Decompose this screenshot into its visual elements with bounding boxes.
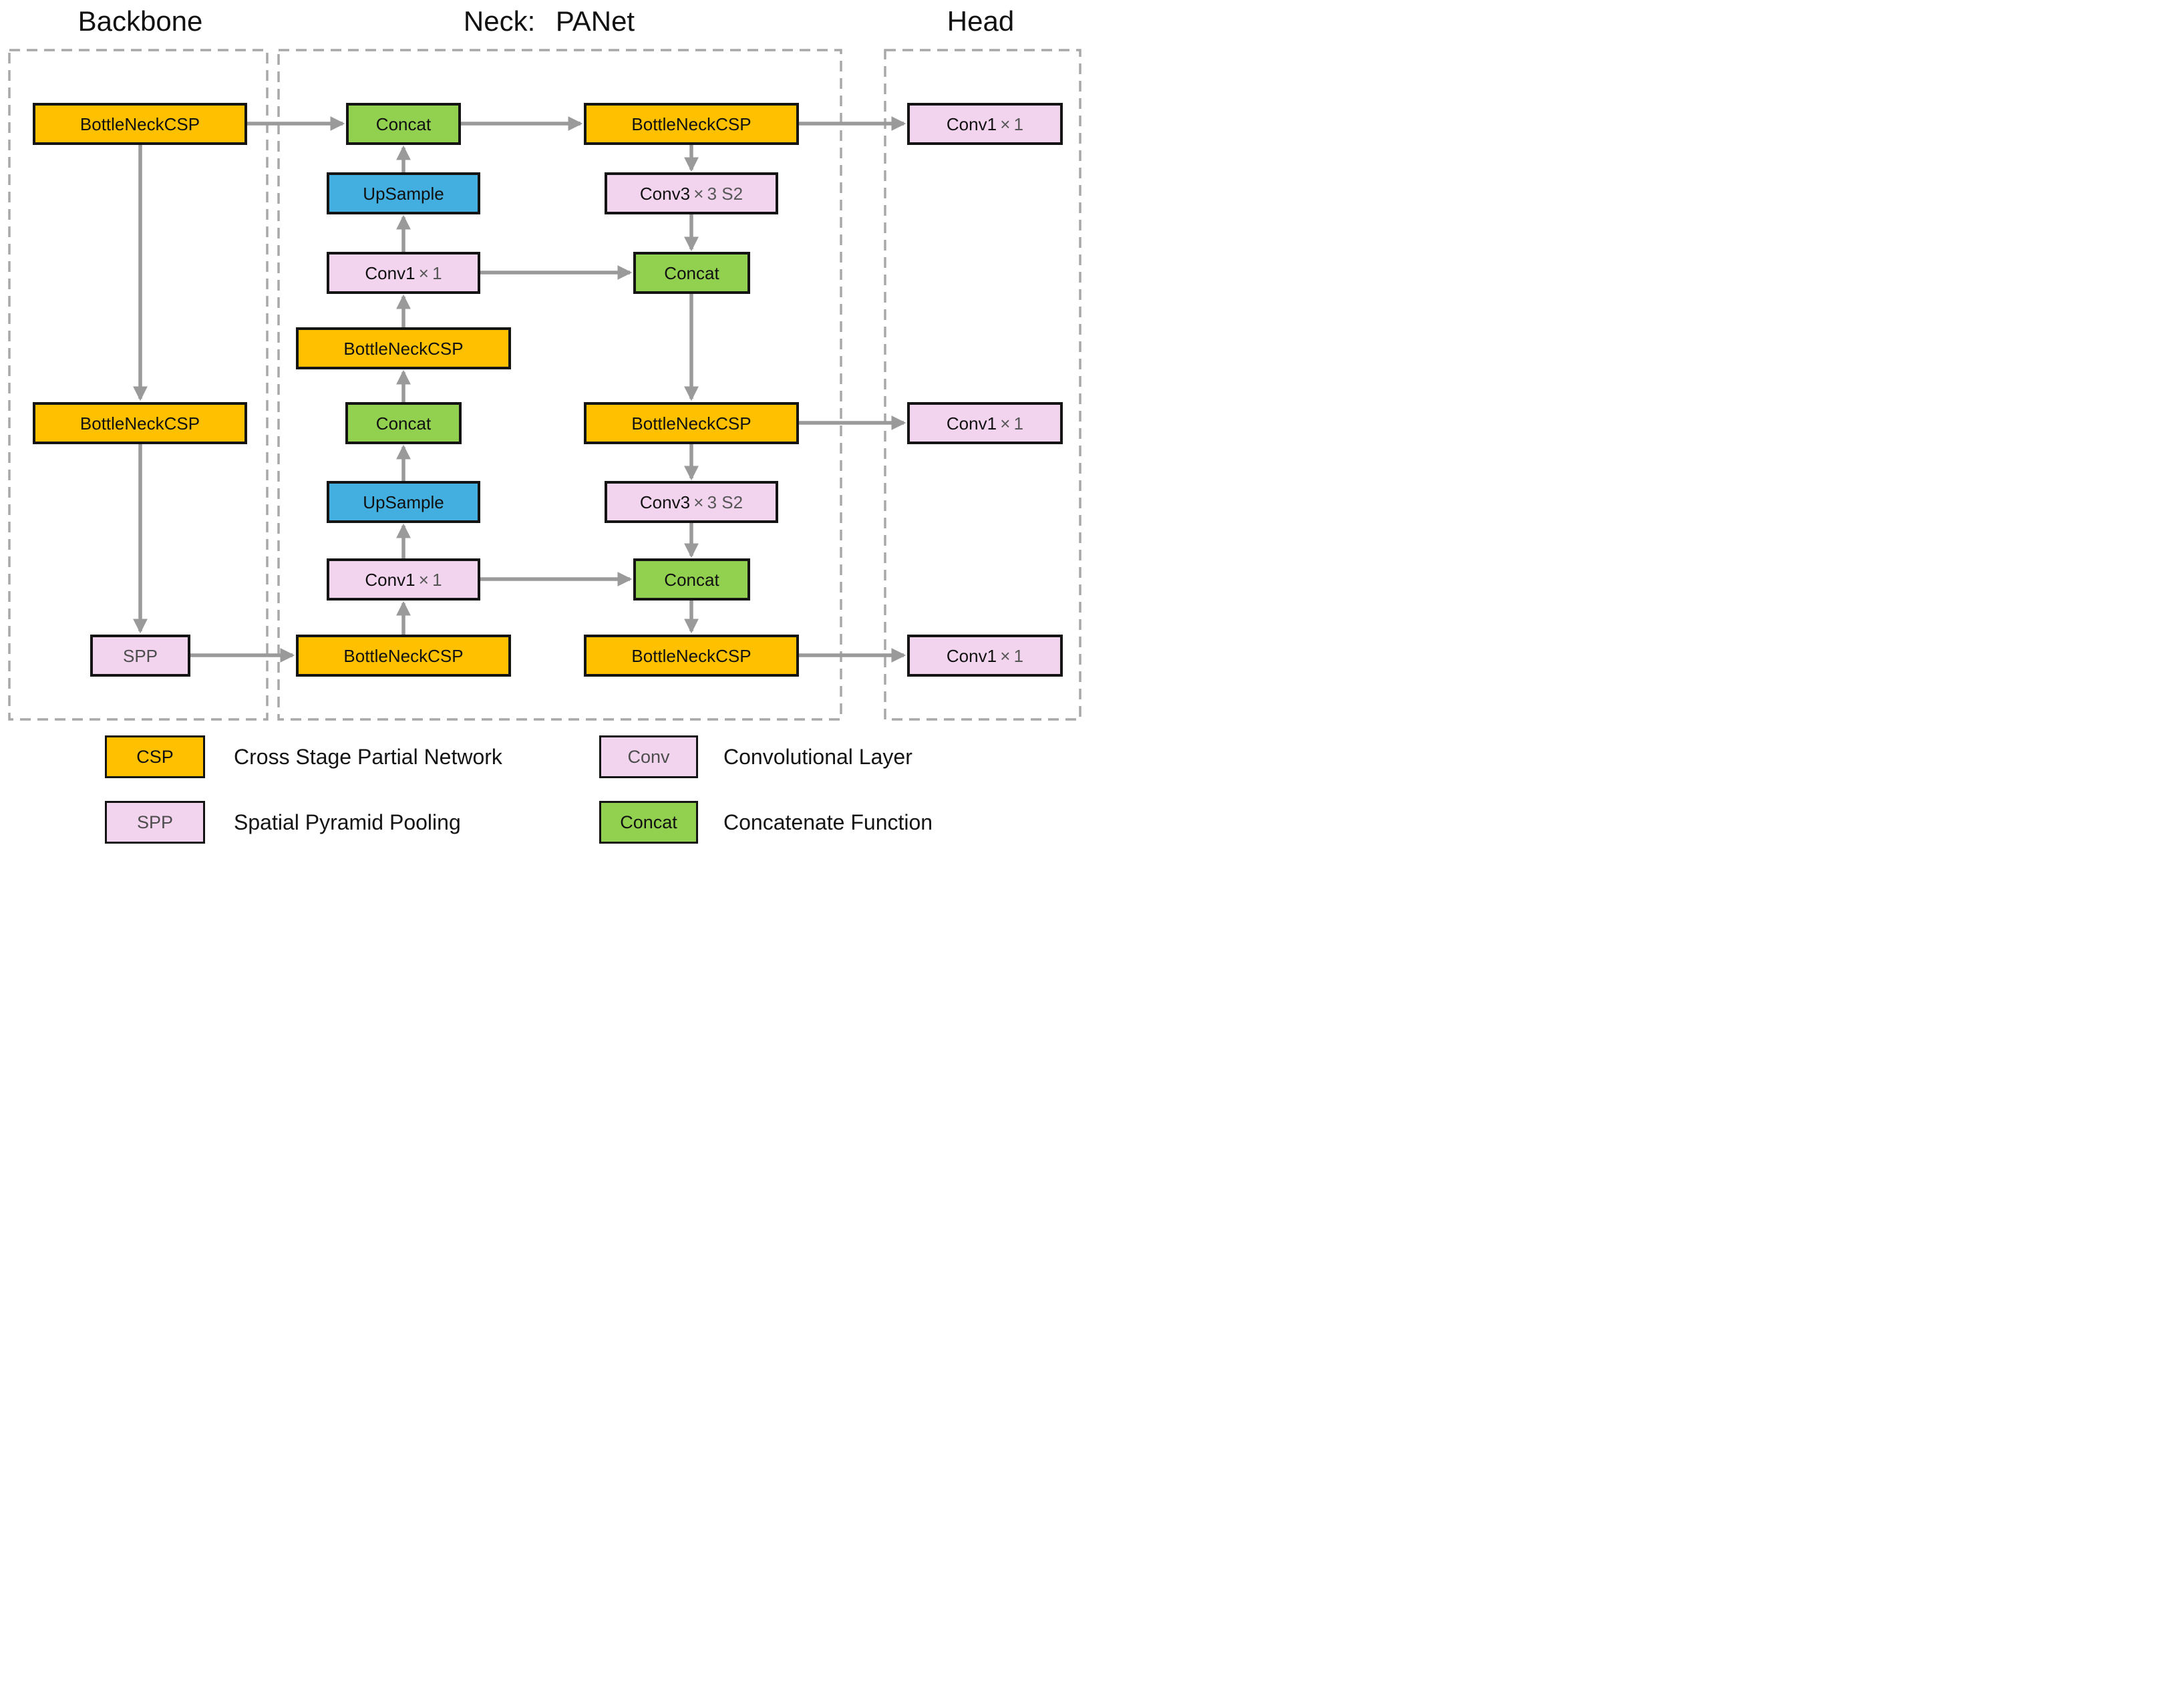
node-label: BottleNeckCSP bbox=[343, 645, 464, 666]
node-label: Concat bbox=[375, 114, 432, 134]
node-neck-right-bottleneckcsp-1: BottleNeckCSP bbox=[584, 103, 799, 145]
node-label: BottleNeckCSP bbox=[343, 338, 464, 359]
node-neck-right-bottleneckcsp-2: BottleNeckCSP bbox=[584, 402, 799, 444]
node-label: BottleNeckCSP bbox=[79, 413, 200, 434]
node-label: BottleNeckCSP bbox=[79, 114, 200, 134]
node-label: Conv1 bbox=[946, 645, 997, 666]
node-label: Conv1 bbox=[946, 114, 997, 134]
node-backbone-bottleneckcsp-2: BottleNeckCSP bbox=[33, 402, 247, 444]
node-neck-upsample-2: UpSample bbox=[327, 481, 480, 523]
legend-swatch-spp: SPP bbox=[105, 801, 205, 844]
node-label: Concat bbox=[664, 263, 719, 283]
node-label: Concat bbox=[664, 569, 719, 590]
legend-desc-spp: Spatial Pyramid Pooling bbox=[234, 810, 461, 834]
node-label-gray: × 1 bbox=[997, 645, 1024, 666]
legend-swatch-label: CSP bbox=[136, 746, 174, 767]
node-label: UpSample bbox=[363, 492, 444, 512]
node-neck-bottleneckcsp-bottom: BottleNeckCSP bbox=[296, 635, 511, 677]
node-neck-conv3x3s2-2: Conv3 × 3 S2 bbox=[605, 481, 778, 523]
node-neck-upsample-1: UpSample bbox=[327, 172, 480, 214]
legend-desc-conv: Convolutional Layer bbox=[723, 744, 912, 769]
node-label: Conv3 bbox=[639, 183, 691, 204]
node-neck-conv1x1-2: Conv1 × 1 bbox=[327, 558, 480, 601]
node-neck-bottleneckcsp-mid: BottleNeckCSP bbox=[296, 327, 511, 369]
node-label: Concat bbox=[375, 413, 432, 434]
node-neck-conv3x3s2-1: Conv3 × 3 S2 bbox=[605, 172, 778, 214]
legend-swatch-concat: Concat bbox=[599, 801, 698, 844]
node-neck-right-bottleneckcsp-3: BottleNeckCSP bbox=[584, 635, 799, 677]
node-neck-right-concat-2: Concat bbox=[633, 558, 750, 601]
node-head-conv1x1-3: Conv1 × 1 bbox=[907, 635, 1063, 677]
node-neck-concat-mid: Concat bbox=[345, 402, 462, 444]
node-neck-concat-top: Concat bbox=[346, 103, 461, 145]
node-label-gray: × 3 S2 bbox=[690, 492, 743, 512]
node-label: Conv1 bbox=[365, 569, 415, 590]
node-label-gray: × 3 S2 bbox=[690, 183, 743, 204]
node-label-gray: × 1 bbox=[997, 413, 1024, 434]
section-title-head: Head bbox=[947, 5, 1015, 37]
node-neck-right-concat-1: Concat bbox=[633, 252, 750, 294]
legend-swatch-conv: Conv bbox=[599, 735, 698, 778]
node-neck-conv1x1-1: Conv1 × 1 bbox=[327, 252, 480, 294]
neck-region-border bbox=[277, 49, 842, 721]
node-label: UpSample bbox=[363, 183, 444, 204]
node-backbone-bottleneckcsp-1: BottleNeckCSP bbox=[33, 103, 247, 145]
backbone-region-border bbox=[8, 49, 269, 721]
node-label: BottleNeckCSP bbox=[631, 645, 751, 666]
node-head-conv1x1-1: Conv1 × 1 bbox=[907, 103, 1063, 145]
node-label: BottleNeckCSP bbox=[631, 413, 751, 434]
legend-swatch-csp: CSP bbox=[105, 735, 205, 778]
node-label: Conv1 bbox=[946, 413, 997, 434]
node-label: Conv3 bbox=[639, 492, 691, 512]
node-backbone-spp: SPP bbox=[90, 635, 190, 677]
node-head-conv1x1-2: Conv1 × 1 bbox=[907, 402, 1063, 444]
legend-swatch-label: Concat bbox=[620, 812, 677, 832]
head-region-border bbox=[884, 49, 1081, 721]
arrow-group bbox=[133, 116, 906, 663]
legend-desc-concat: Concatenate Function bbox=[723, 810, 933, 834]
legend-swatch-label: SPP bbox=[136, 812, 174, 832]
legend-desc-csp: Cross Stage Partial Network bbox=[234, 744, 502, 769]
node-label-gray: × 1 bbox=[997, 114, 1024, 134]
section-title-backbone: Backbone bbox=[77, 5, 203, 37]
node-label: BottleNeckCSP bbox=[631, 114, 751, 134]
connector-layer bbox=[8, 49, 1081, 721]
legend-swatch-label: Conv bbox=[627, 746, 670, 767]
node-label-gray: × 1 bbox=[415, 569, 442, 590]
node-label: Conv1 bbox=[365, 263, 415, 283]
section-title-neck: Neck: PANet bbox=[463, 5, 635, 37]
node-label: SPP bbox=[122, 645, 158, 666]
diagram-canvas: Backbone Neck: PANet Head BottleNeckCSP … bbox=[0, 0, 1088, 854]
node-label-gray: × 1 bbox=[415, 263, 442, 283]
